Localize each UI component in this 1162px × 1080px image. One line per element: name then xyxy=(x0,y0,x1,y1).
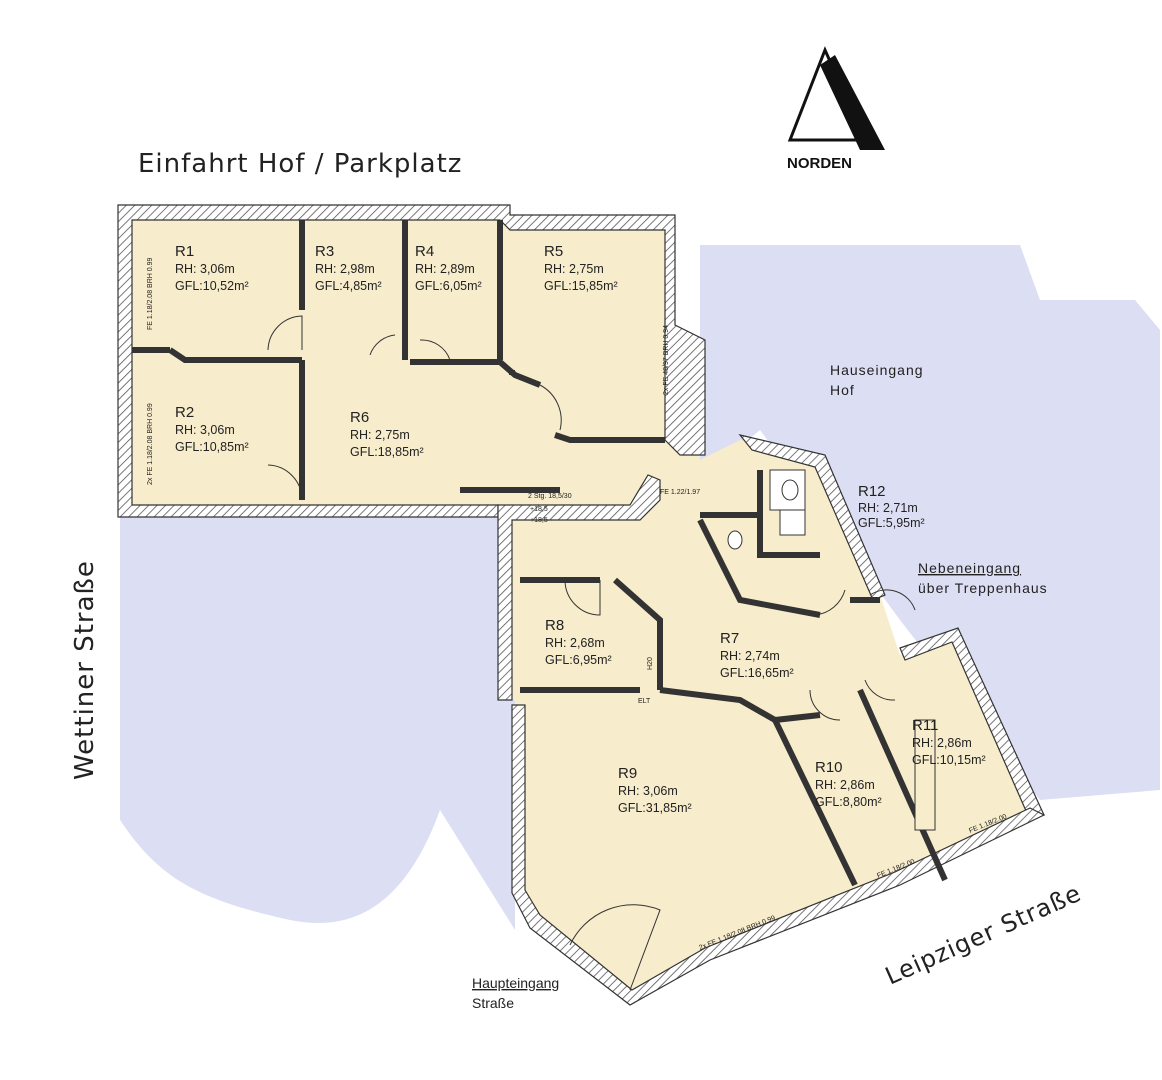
room-r11: R11 RH: 2,86m GFL:10,15m² xyxy=(912,717,986,767)
room-height: RH: 3,06m xyxy=(175,423,235,437)
compass-label: NORDEN xyxy=(787,155,852,172)
room-r1: R1 RH: 3,06m GFL:10,52m² xyxy=(175,243,249,293)
room-name: R2 xyxy=(175,404,194,421)
room-height: RH: 2,98m xyxy=(315,262,375,276)
room-r8: R8 RH: 2,68m GFL:6,95m² xyxy=(545,617,612,667)
window-note-r5: 2x FE 48/97 BRH 0.94 xyxy=(663,325,670,395)
room-name: R12 xyxy=(858,483,886,500)
room-area: GFL:10,85m² xyxy=(175,440,249,454)
room-r4: R4 RH: 2,89m GFL:6,05m² xyxy=(415,243,482,293)
room-name: R11 xyxy=(912,717,938,734)
room-height: RH: 3,06m xyxy=(175,262,235,276)
hofeingang-line2: Hof xyxy=(830,382,855,398)
toilet-icon xyxy=(781,479,799,501)
window-note-r1: FE 1.18/2.08 BRH 0.99 xyxy=(147,258,154,330)
room-name: R5 xyxy=(544,243,563,260)
room-area: GFL:18,85m² xyxy=(350,445,424,459)
sink-icon xyxy=(779,509,806,536)
room-name: R7 xyxy=(720,630,739,647)
room-r5: R5 RH: 2,75m GFL:15,85m² xyxy=(544,243,618,293)
room-name: R3 xyxy=(315,243,334,260)
room-height: RH: 3,06m xyxy=(618,784,678,798)
nebeneingang-line2: über Treppenhaus xyxy=(918,580,1048,596)
room-area: GFL:8,80m² xyxy=(815,795,882,809)
room-r7: R7 RH: 2,74m GFL:16,65m² xyxy=(720,630,794,680)
street-bottom-right: Leipziger Straße xyxy=(881,879,1086,991)
room-area: GFL:4,85m² xyxy=(315,279,382,293)
room-height: RH: 2,86m xyxy=(815,778,875,792)
room-name: R9 xyxy=(618,765,637,782)
window-note-r2: 2x FE 1.18/2.08 BRH 0.99 xyxy=(147,403,154,485)
haupteingang-line1: Haupteingang xyxy=(472,975,559,991)
room-height: RH: 2,71m xyxy=(858,501,918,515)
hofeingang-line1: Hauseingang xyxy=(830,362,924,378)
room-area: GFL:6,95m² xyxy=(545,653,612,667)
outdoor-area-hof xyxy=(700,245,1160,800)
floor-area xyxy=(120,215,1040,1000)
room-r12: R12 RH: 2,71m GFL:5,95m² xyxy=(858,483,925,530)
outdoor-area-west xyxy=(120,515,515,930)
room-height: RH: 2,75m xyxy=(350,428,410,442)
room-area: GFL:6,05m² xyxy=(415,279,482,293)
room-r9: R9 RH: 3,06m GFL:31,85m² xyxy=(618,765,692,815)
room-r2: R2 RH: 3,06m GFL:10,85m² xyxy=(175,404,249,454)
room-height: RH: 2,86m xyxy=(912,736,972,750)
room-area: GFL:16,65m² xyxy=(720,666,794,680)
street-top: Einfahrt Hof / Parkplatz xyxy=(138,149,462,179)
room-name: R1 xyxy=(175,243,194,260)
room-height: RH: 2,75m xyxy=(544,262,604,276)
room-height: RH: 2,68m xyxy=(545,636,605,650)
street-left: Wettiner Straße xyxy=(70,560,100,780)
room-r3: R3 RH: 2,98m GFL:4,85m² xyxy=(315,243,382,293)
stairs-note: 2 Stg. 18,5/30 xyxy=(528,493,572,500)
room-area: GFL:5,95m² xyxy=(858,516,925,530)
room-area: GFL:15,85m² xyxy=(544,279,618,293)
window-note-r12: FE 1.22/1.97 xyxy=(660,489,700,496)
room-name: R6 xyxy=(350,409,369,426)
room-height: RH: 2,74m xyxy=(720,649,780,663)
nebeneingang-line1: Nebeneingang xyxy=(918,560,1021,576)
room-r10: R10 RH: 2,86m GFL:8,80m² xyxy=(815,759,882,809)
room-area: GFL:10,52m² xyxy=(175,279,249,293)
room-area: GFL:10,15m² xyxy=(912,753,986,767)
interior-walls xyxy=(132,220,948,887)
north-arrow-icon xyxy=(787,46,885,150)
room-name: R8 xyxy=(545,617,564,634)
exterior-wall-south xyxy=(511,704,1046,1006)
room-name: R4 xyxy=(415,243,434,260)
room-area: GFL:31,85m² xyxy=(618,801,692,815)
bathroom-fixtures xyxy=(727,469,936,831)
room-name: R10 xyxy=(815,759,843,776)
exterior-wall-west xyxy=(497,474,661,701)
h20-note: H20 xyxy=(647,657,654,670)
level-note-1: +18,5 xyxy=(530,506,548,513)
door-arcs xyxy=(267,315,916,991)
room-r6: R6 RH: 2,75m GFL:18,85m² xyxy=(350,409,424,459)
haupteingang-line2: Straße xyxy=(472,995,514,1011)
elt-note: ELT xyxy=(638,698,651,705)
room-height: RH: 2,89m xyxy=(415,262,475,276)
level-note-2: +18,5 xyxy=(530,517,548,524)
